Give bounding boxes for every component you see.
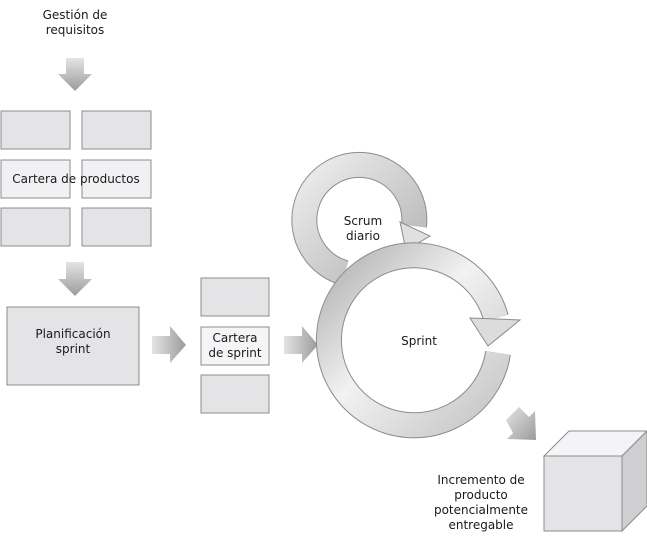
backlog-box bbox=[0, 159, 71, 199]
sprint-label: Sprint bbox=[401, 334, 437, 348]
sprint-backlog-box bbox=[200, 277, 270, 317]
backlog-box bbox=[0, 207, 71, 247]
arrow-down-1 bbox=[58, 58, 92, 91]
sprint-backlog-label: Cartera de sprint bbox=[208, 331, 262, 360]
backlog-box bbox=[81, 207, 152, 247]
requirements-management-label: Gestión de requisitos bbox=[42, 8, 108, 37]
arrow-diagonal bbox=[506, 407, 536, 440]
sprint-backlog-stack bbox=[200, 277, 270, 414]
daily-scrum-label: Scrum diario bbox=[343, 214, 383, 243]
backlog-box bbox=[81, 159, 152, 199]
sprint-cycle bbox=[315, 242, 522, 439]
backlog-box bbox=[0, 110, 71, 150]
increment-cube bbox=[542, 430, 647, 533]
sprint-backlog-box bbox=[200, 374, 270, 414]
arrow-down-2 bbox=[58, 262, 92, 296]
sprint-planning-box bbox=[6, 306, 140, 386]
product-backlog-label: Cartera de productos bbox=[12, 172, 140, 186]
arrow-right-1 bbox=[152, 326, 186, 363]
backlog-box bbox=[81, 110, 152, 150]
sprint-arrowhead bbox=[469, 317, 522, 347]
potentially-shippable-increment-label: Incremento de producto potencialmente en… bbox=[433, 473, 529, 532]
arrow-right-2 bbox=[284, 326, 318, 363]
product-backlog-grid bbox=[0, 110, 152, 247]
cube-front bbox=[543, 455, 623, 532]
sprint-backlog-box bbox=[200, 326, 270, 366]
sprint-planning-label: Planificación sprint bbox=[35, 327, 111, 356]
